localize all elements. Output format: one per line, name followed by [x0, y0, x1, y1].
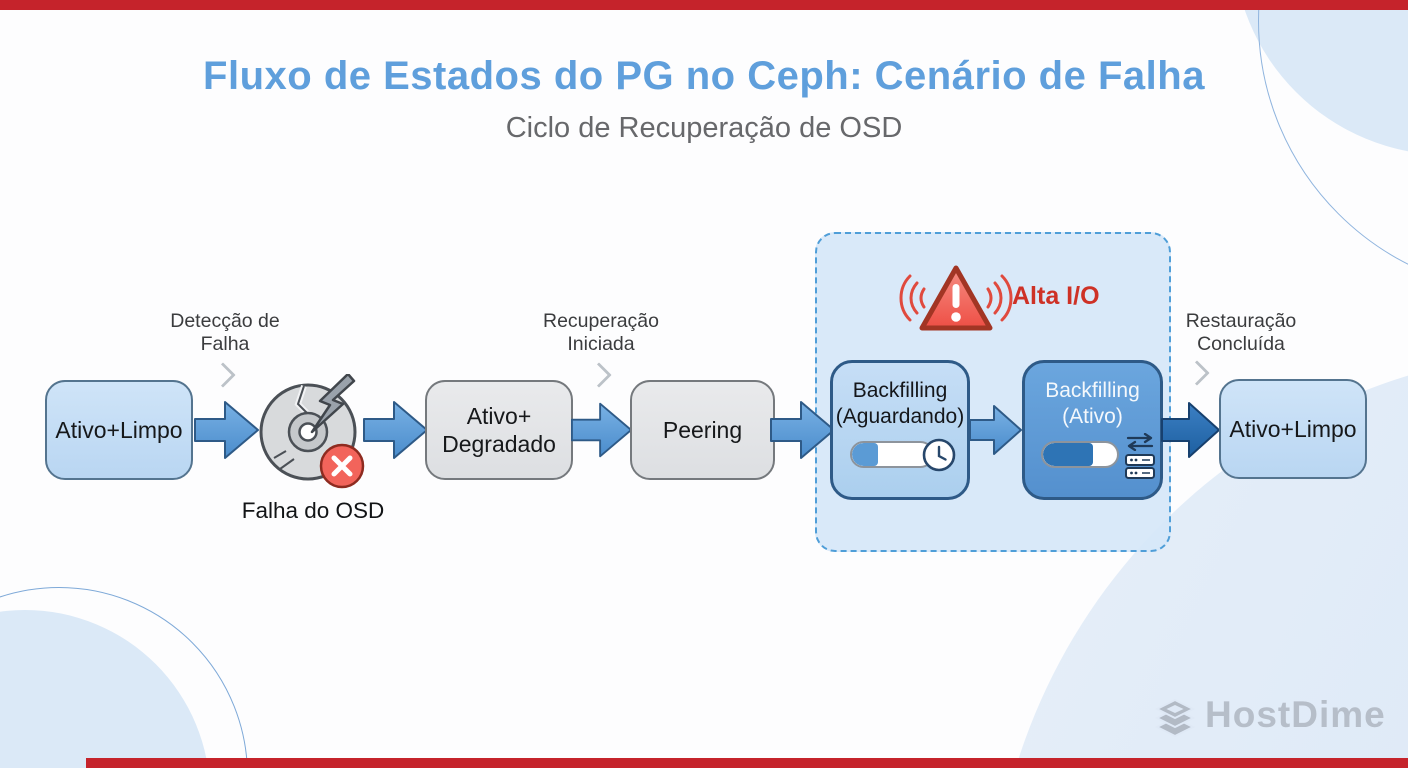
node-ativo-limpo-end: Ativo+Limpo — [1219, 379, 1367, 479]
node-label: Ativo+Limpo — [55, 417, 183, 443]
transition-label-recovery-started: Recuperação Iniciada — [516, 310, 686, 356]
node-label: Degradado — [442, 431, 556, 457]
progress-bar-waiting — [850, 441, 934, 468]
node-backfilling-waiting: Backfilling (Aguardando) — [830, 360, 970, 500]
error-x-badge-icon — [319, 443, 365, 489]
transition-label-failure-detection: Detecção de Falha — [140, 310, 310, 356]
page-title: Fluxo de Estados do PG no Ceph: Cenário … — [203, 54, 1205, 98]
sync-arrows-icon — [1126, 433, 1154, 451]
transition-label-line: Iniciada — [567, 333, 635, 355]
transition-label-line: Concluída — [1197, 333, 1285, 355]
node-backfilling-active: Backfilling (Ativo) — [1022, 360, 1163, 500]
progress-bar-active — [1041, 441, 1119, 468]
transition-label-line: Restauração — [1185, 310, 1297, 332]
top-right-ring-decoration — [1258, 0, 1408, 294]
progress-fill — [852, 443, 878, 466]
node-label: Peering — [662, 417, 743, 443]
node-ativo-limpo-start: Ativo+Limpo — [45, 380, 193, 480]
chevron-right-icon — [210, 362, 236, 388]
transition-label-line: Recuperação — [543, 310, 659, 332]
high-io-label: Alta I/O — [1012, 282, 1100, 310]
node-label: Backfilling — [1045, 379, 1140, 402]
broken-disk-icon — [259, 374, 365, 489]
layers-cube-icon — [1154, 698, 1196, 738]
lightning-bolt-icon — [310, 374, 356, 434]
bottom-red-bar — [86, 758, 1408, 768]
flow-arrow-icon — [770, 401, 835, 459]
transition-label-restore-complete: Restauração Concluída — [1156, 310, 1326, 356]
server-stack-icon — [1125, 454, 1155, 479]
top-red-bar — [0, 0, 1408, 10]
node-label: (Ativo) — [1062, 405, 1123, 428]
page-subtitle: Ciclo de Recuperação de OSD — [505, 112, 903, 144]
node-ativo-degradado: Ativo+ Degradado — [425, 380, 573, 480]
flow-arrow-icon — [363, 401, 428, 459]
hostdime-logo-text: HostDime — [1205, 694, 1386, 735]
bottom-left-ring-decoration — [0, 587, 248, 768]
flow-arrow-icon — [969, 405, 1022, 455]
transition-label-line: Detecção de — [170, 310, 280, 332]
chevron-right-icon — [1184, 360, 1210, 386]
node-peering: Peering — [630, 380, 775, 480]
transition-label-line: Falha — [200, 333, 250, 355]
flow-arrow-icon — [194, 401, 259, 459]
node-label: Ativo+Limpo — [1229, 416, 1357, 442]
flow-arrow-icon — [571, 402, 633, 458]
node-label: (Aguardando) — [835, 405, 965, 428]
osd-failure-caption: Falha do OSD — [241, 498, 385, 523]
chevron-right-icon — [586, 362, 612, 388]
node-label: Backfilling — [852, 379, 948, 402]
flow-arrow-dark-icon — [1161, 402, 1220, 458]
clock-icon — [922, 438, 956, 472]
warning-triangle-icon — [899, 265, 1013, 331]
progress-fill — [1043, 443, 1094, 466]
node-label: Ativo+ — [466, 403, 532, 429]
